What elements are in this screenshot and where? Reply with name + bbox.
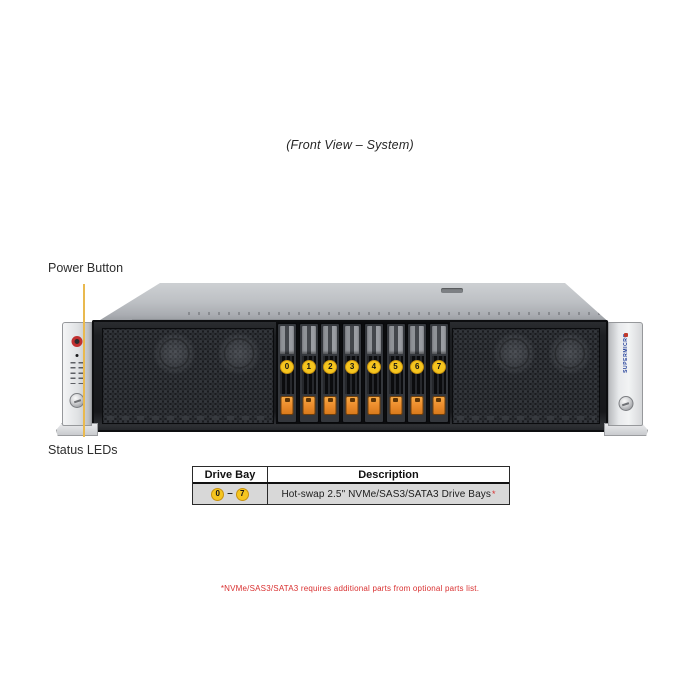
drive-bay-number: 1 [301, 360, 316, 374]
table-description-cell: Hot-swap 2.5" NVMe/SAS3/SATA3 Drive Bays… [268, 484, 509, 504]
table-header-drive-bay: Drive Bay [193, 467, 268, 482]
tray-handle [388, 326, 403, 354]
drive-bay-number: 5 [388, 360, 403, 374]
tray-latch-icon [302, 396, 316, 415]
status-leds-label: Status LEDs [48, 443, 118, 457]
tray-latch-icon [345, 396, 359, 415]
tray-latch-icon [367, 396, 381, 415]
drive-bay-number: 6 [410, 360, 425, 374]
chassis-lid [92, 283, 612, 325]
table-header-description: Description [358, 468, 419, 481]
tray-handle [301, 326, 316, 354]
lid-badge [441, 288, 463, 293]
power-button-icon [71, 336, 83, 347]
footnote-text: *NVMe/SAS3/SATA3 requires additional par… [220, 584, 480, 593]
drive-bay-number: 2 [323, 360, 338, 374]
table-data-row: 0 – 7 Hot-swap 2.5" NVMe/SAS3/SATA3 Driv… [193, 484, 509, 504]
drive-bay-table: Drive Bay Description 0 – 7 Hot-swap 2.5… [192, 466, 510, 505]
left-fan-grille [102, 328, 274, 424]
drive-bay-tray: 0 [277, 323, 297, 423]
tray-handle [280, 326, 294, 354]
tray-handle [410, 326, 425, 354]
right-rack-ear: SUPERMICRO [608, 322, 643, 426]
drive-bay-number: 4 [366, 360, 381, 374]
drive-bay-number: 7 [431, 360, 446, 374]
tray-latch-icon [410, 396, 424, 415]
right-thumbscrew-icon [618, 396, 633, 411]
description-footnote-mark: * [491, 489, 496, 499]
figure-title: (Front View – System) [286, 138, 414, 152]
server-front-view: 0 1 2 3 4 5 6 7 [56, 280, 648, 440]
drive-bay-number: 3 [345, 360, 360, 374]
tray-latch-icon [432, 396, 446, 415]
tray-handle [431, 326, 446, 354]
power-button-label: Power Button [48, 261, 124, 275]
drive-bay-number: 0 [280, 360, 294, 374]
tray-handle [345, 326, 360, 354]
bay-range-start-badge: 0 [211, 487, 225, 501]
drive-bay-tray: 5 [385, 323, 406, 423]
callout-line [83, 284, 85, 437]
front-bezel: 0 1 2 3 4 5 6 7 [92, 320, 608, 432]
bay-range-dash-icon: – [227, 488, 233, 499]
tray-handle [323, 326, 338, 354]
brand-logo-text: SUPERMICRO [622, 333, 629, 373]
description-text: Hot-swap 2.5" NVMe/SAS3/SATA3 Drive Bays [281, 488, 491, 500]
drive-bay-tray: 6 [407, 323, 428, 423]
right-fan-grille [452, 328, 600, 424]
tray-latch-icon [280, 396, 294, 415]
brand-logo-mark-icon [623, 333, 628, 337]
lid-vent-dots [188, 312, 612, 315]
bay-range-end-badge: 7 [235, 487, 249, 501]
left-rack-ear [62, 322, 92, 426]
drive-bay-tray: 7 [428, 323, 449, 423]
table-header-row: Drive Bay Description [193, 467, 509, 484]
tray-latch-icon [323, 396, 337, 415]
drive-bay-tray: 4 [363, 323, 384, 423]
tray-handle [366, 326, 381, 354]
drive-bay-tray: 3 [342, 323, 363, 423]
drive-bays: 0 1 2 3 4 5 6 7 [276, 322, 450, 424]
table-bay-range: 0 – 7 [193, 484, 268, 504]
drive-bay-tray: 2 [320, 323, 341, 423]
status-leds-icon [70, 362, 84, 386]
drive-bay-tray: 1 [298, 323, 319, 423]
reset-pinhole-icon [75, 354, 79, 357]
tray-latch-icon [389, 396, 403, 415]
